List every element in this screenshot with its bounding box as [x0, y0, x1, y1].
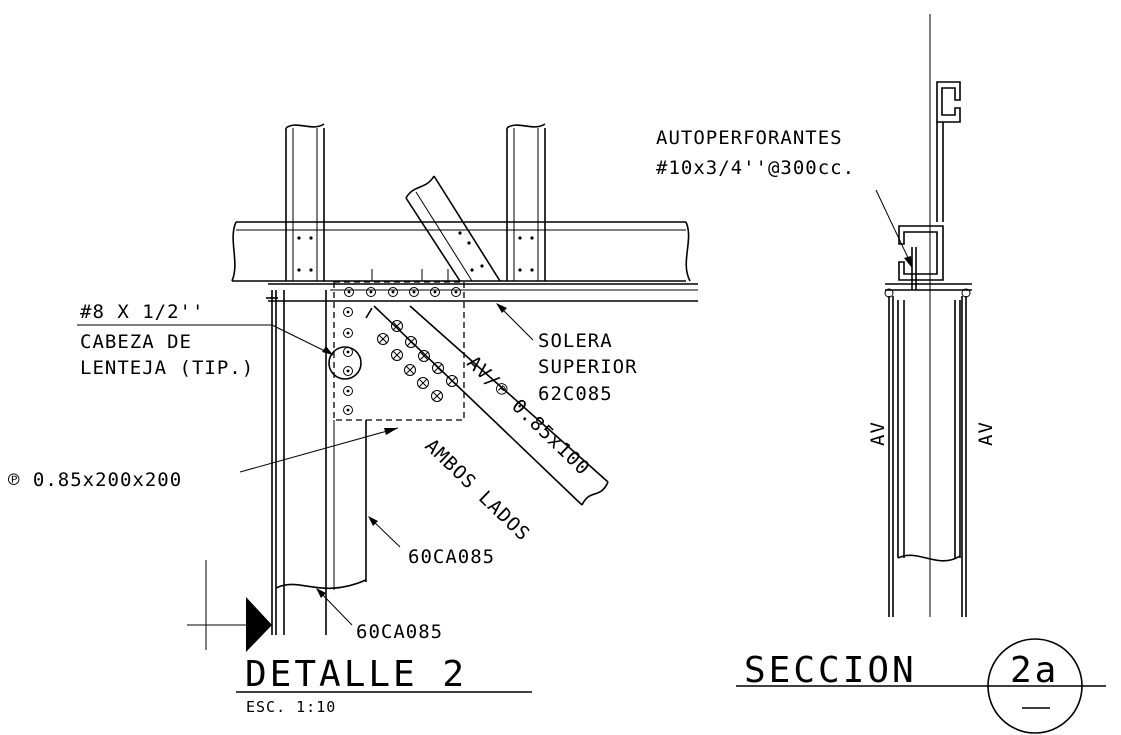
gusset-plate — [333, 281, 465, 421]
section-2a-drawing — [875, 14, 972, 617]
title-detalle: DETALLE 2 — [245, 654, 467, 695]
title-seccion: SECCION — [744, 650, 917, 691]
plate-screws — [343, 287, 461, 415]
label-screw-spec: #8 X 1/2'' — [80, 301, 204, 323]
label-stud-a: 60CA085 — [408, 546, 495, 568]
diagonal-brace-upper — [405, 175, 501, 282]
solera-top-screw-ticks — [371, 269, 449, 281]
top-beam — [231, 221, 691, 282]
lower-stud — [266, 290, 367, 635]
level-symbol — [187, 560, 272, 652]
label-screw-head-2: LENTEJA (TIP.) — [80, 357, 254, 379]
label-solera-3: 62C085 — [538, 383, 613, 405]
section-2a-title: SECCION 2a — [736, 638, 1106, 734]
upper-stud-left — [285, 123, 325, 281]
section-2a-labels: AUTOPERFORANTES #10x3/4''@300cc. AV AV — [656, 127, 997, 446]
leader-lines — [77, 303, 534, 626]
label-screw-head-1: CABEZA DE — [80, 331, 192, 353]
label-stud-b: 60CA085 — [356, 621, 443, 643]
label-av-left: AV — [867, 421, 889, 446]
brace-screws — [377, 320, 458, 402]
label-solera-2: SUPERIOR — [538, 356, 638, 378]
detail-2-drawing — [77, 123, 698, 652]
title-section-id: 2a — [1010, 650, 1059, 691]
upper-stud-right — [506, 123, 546, 281]
detail-2-title: DETALLE 2 ESC. 1:10 — [236, 654, 532, 716]
solera-superior — [268, 283, 698, 302]
title-scale: ESC. 1:10 — [246, 698, 336, 716]
label-autoperf-1: AUTOPERFORANTES — [656, 127, 843, 149]
label-autoperf-2: #10x3/4''@300cc. — [656, 157, 855, 179]
section-bubble — [987, 638, 1083, 734]
label-brace-2: AMBOS LADOS — [421, 435, 535, 546]
label-solera-1: SOLERA — [538, 330, 613, 352]
detail-callout-circle — [328, 346, 362, 380]
label-plate: ℗ 0.85x200x200 — [8, 469, 182, 491]
label-av-right: AV — [975, 421, 997, 446]
